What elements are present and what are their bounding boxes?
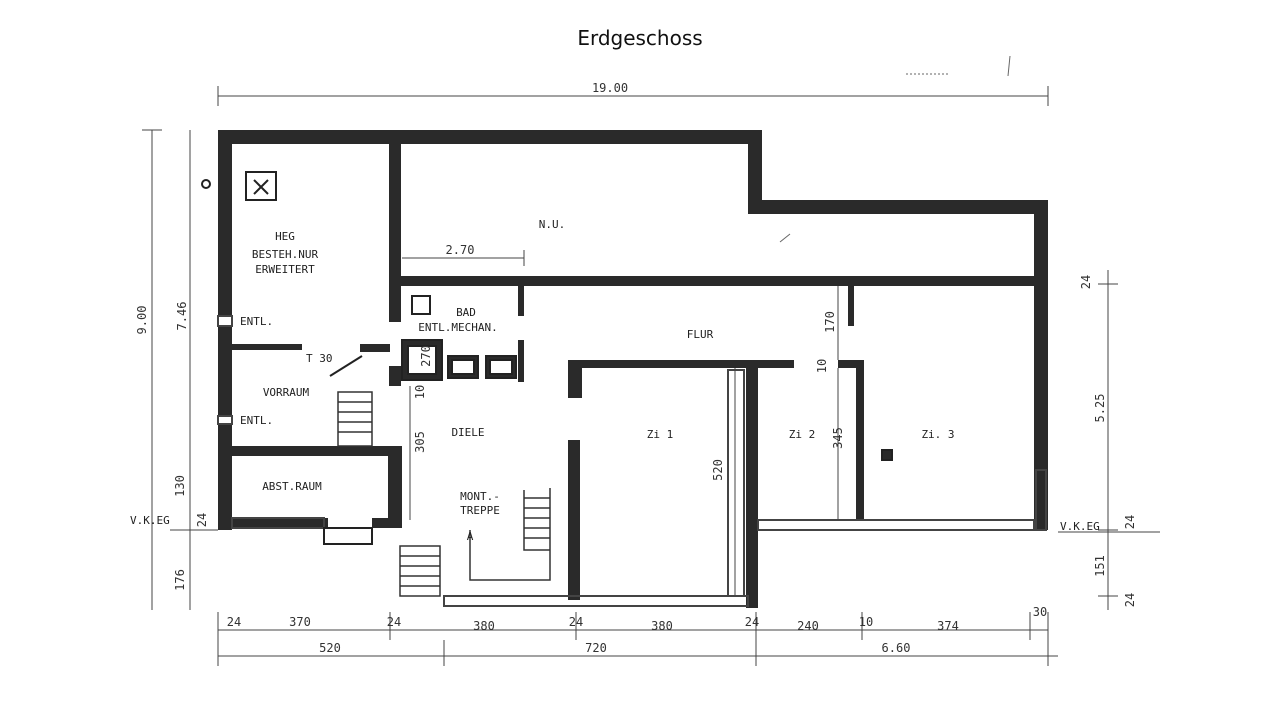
stairs — [337, 391, 551, 597]
label-mont: MONT.- — [460, 490, 500, 503]
dim-b-10: 10 — [859, 615, 873, 629]
section-mark: A — [467, 530, 474, 543]
dim-24-right-mid: 24 — [1123, 515, 1137, 529]
dim-10-flur: 10 — [815, 359, 829, 373]
label-flur: FLUR — [687, 328, 714, 341]
label-zi1: Zi 1 — [647, 428, 674, 441]
label-vorraum: VORRAUM — [263, 386, 310, 399]
dim-176: 176 — [173, 569, 187, 591]
exterior-walls — [218, 130, 1048, 530]
label-heg-note-2: ERWEITERT — [255, 263, 315, 276]
label-bad-note: ENTL.MECHAN. — [418, 321, 497, 334]
label-nu: N.U. — [539, 218, 566, 231]
dim-270-box: 270 — [419, 345, 433, 367]
dim-b-24a: 24 — [227, 615, 241, 629]
label-zi2: Zi 2 — [789, 428, 816, 441]
dim-b-24c: 24 — [569, 615, 583, 629]
dim-270-nu: 2.70 — [446, 243, 475, 257]
label-vkeg-right: V.K.EG — [1060, 520, 1100, 533]
room-labels: HEG BESTEH.NUR ERWEITERT N.U. BAD ENTL.M… — [130, 218, 1100, 543]
dim-t-660: 6.60 — [882, 641, 911, 655]
label-t30: T 30 — [306, 352, 333, 365]
pencil-marks — [779, 55, 1011, 243]
label-zi3: Zi. 3 — [921, 428, 954, 441]
dim-t-520: 520 — [319, 641, 341, 655]
label-diele: DIELE — [451, 426, 484, 439]
dim-t-720: 720 — [585, 641, 607, 655]
dim-305: 305 — [413, 431, 427, 453]
dim-b-24d: 24 — [745, 615, 759, 629]
label-entl-top: ENTL. — [240, 315, 273, 328]
dim-151: 151 — [1093, 555, 1107, 577]
label-vkeg-left: V.K.EG — [130, 514, 170, 527]
dimension-labels: 19.00 9.00 7.46 2.70 270 170 10 10 305 5… — [135, 81, 1137, 655]
label-entl-bottom: ENTL. — [240, 414, 273, 427]
dim-170: 170 — [823, 311, 837, 333]
dim-b-30: 30 — [1033, 605, 1047, 619]
dim-520-zi1: 520 — [711, 459, 725, 481]
fixtures — [201, 171, 893, 545]
windows — [217, 315, 1047, 607]
label-treppe: TREPPE — [460, 504, 500, 517]
dim-overall-width: 19.00 — [592, 81, 628, 95]
dim-b-240: 240 — [797, 619, 819, 633]
dim-130: 130 — [173, 475, 187, 497]
dim-b-374: 374 — [937, 619, 959, 633]
dim-b-24b: 24 — [387, 615, 401, 629]
heating-symbol-icon — [245, 171, 277, 201]
dim-345: 345 — [831, 427, 845, 449]
dim-overall-depth: 9.00 — [135, 306, 149, 335]
label-heg: HEG — [275, 230, 295, 243]
dimension-lines — [142, 86, 1160, 666]
dim-10-diele: 10 — [413, 385, 427, 399]
dim-b-380b: 380 — [651, 619, 673, 633]
dim-24-right-top: 24 — [1079, 275, 1093, 289]
label-heg-note-1: BESTEH.NUR — [252, 248, 319, 261]
dim-b-370: 370 — [289, 615, 311, 629]
interior-walls — [218, 144, 1048, 608]
dim-24-left: 24 — [195, 513, 209, 527]
label-bad: BAD — [456, 306, 476, 319]
dim-24-right-bottom: 24 — [1123, 593, 1137, 607]
plan-title: Erdgeschoss — [577, 26, 703, 50]
dim-left-inner: 7.46 — [175, 302, 189, 331]
dim-b-380a: 380 — [473, 619, 495, 633]
dim-525: 5.25 — [1093, 394, 1107, 423]
label-abst-raum: ABST.RAUM — [262, 480, 322, 493]
